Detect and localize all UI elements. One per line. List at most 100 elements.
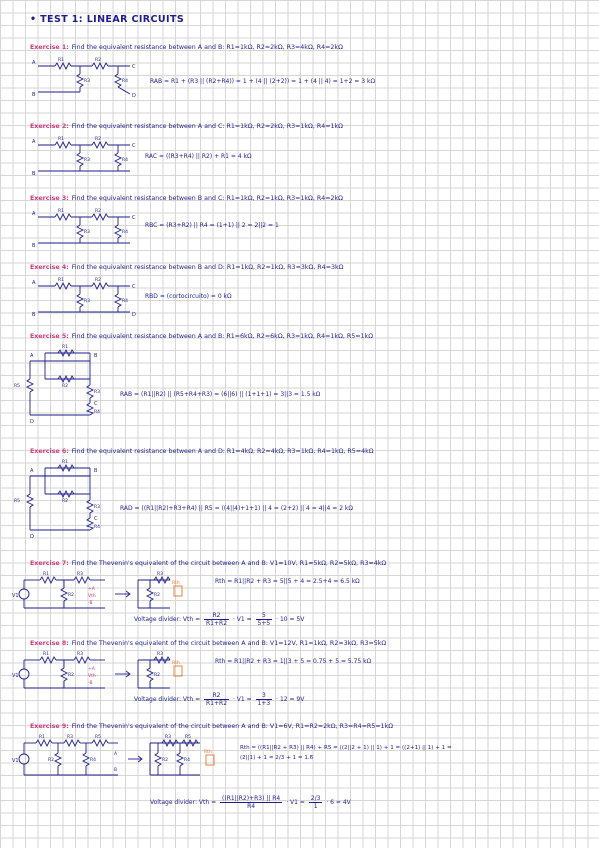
divider-result: · 12 = 9V: [276, 696, 305, 703]
fraction-numerator: ((R1||R2)+R3) || R4: [220, 795, 283, 803]
exercise-2: Exercise 2:Find the equivalent resistanc…: [30, 123, 595, 213]
svg-text:C: C: [132, 64, 136, 70]
fraction-denominator: 5+5: [257, 620, 271, 627]
exercise-label: Exercise 6:: [30, 448, 69, 455]
svg-text:R2: R2: [48, 757, 54, 763]
svg-text:B: B: [32, 92, 36, 98]
svg-text:R3: R3: [77, 571, 83, 577]
exercise-8: Exercise 8:Find the Thevenin's equivalen…: [12, 640, 595, 730]
divider-result: · 10 = 5V: [276, 616, 305, 623]
circuit-diagram: A R1 R2 C R3 R4 D B: [30, 54, 140, 99]
svg-text:Rth: Rth: [172, 660, 180, 666]
exercise-statement: Find the equivalent resistance between A…: [71, 333, 374, 340]
svg-text:R5: R5: [14, 383, 20, 389]
svg-text:V1: V1: [12, 758, 19, 764]
svg-text:C: C: [132, 284, 136, 290]
exercise-1: Exercise 1:Find the equivalent resistanc…: [30, 44, 595, 134]
svg-text:A: A: [32, 139, 36, 145]
svg-text:R2: R2: [162, 757, 168, 763]
svg-text:R3: R3: [157, 651, 163, 657]
svg-text:R1: R1: [39, 734, 45, 740]
svg-text:R2: R2: [154, 672, 160, 678]
fraction-numerator: 5: [255, 612, 273, 620]
exercise-statement: Find the Thevenin's equivalent of the ci…: [71, 723, 394, 730]
exercise-header: Exercise 7:Find the Thevenin's equivalen…: [30, 560, 386, 567]
exercise-7: Exercise 7:Find the Thevenin's equivalen…: [12, 560, 595, 650]
svg-text:B: B: [32, 243, 36, 249]
exercise-header: Exercise 5:Find the equivalent resistanc…: [30, 333, 373, 340]
svg-text:R3: R3: [94, 389, 100, 395]
exercise-label: Exercise 8:: [30, 640, 69, 647]
exercise-statement: Find the equivalent resistance between B…: [71, 195, 343, 202]
svg-text:D: D: [30, 534, 34, 538]
svg-text:R3: R3: [84, 157, 90, 163]
exercise-statement: Find the equivalent resistance between A…: [71, 44, 343, 51]
svg-text:A: A: [32, 280, 36, 286]
exercise-statement: Find the Thevenin's equivalent of the ci…: [71, 560, 387, 567]
svg-text:R2: R2: [62, 383, 68, 389]
fraction-denominator: 1: [313, 803, 318, 810]
svg-text:+A: +A: [88, 666, 96, 672]
svg-text:R1: R1: [62, 459, 68, 465]
svg-text:R3: R3: [84, 298, 90, 304]
divider-label: Voltage divider: Vth =: [134, 616, 201, 623]
svg-text:Rth: Rth: [204, 749, 212, 755]
exercise-9: Exercise 9:Find the Thevenin's equivalen…: [12, 723, 595, 813]
solution: Rth = ((R1||R2 + R3) || R4) + R5 = ((2||…: [240, 745, 452, 751]
solution: RAB = R1 + (R3 || (R2+R4)) = 1 + (4 || (…: [150, 78, 376, 85]
svg-text:R4: R4: [122, 157, 128, 163]
exercise-label: Exercise 5:: [30, 333, 69, 340]
divider-result: · 6 = 4V: [326, 799, 351, 806]
exercise-statement: Find the equivalent resistance between A…: [71, 123, 343, 130]
fraction-denominator: 1+3: [257, 700, 271, 707]
circuit-diagram: A R1 R2 C R3 R4 B: [30, 133, 140, 178]
svg-text:A: A: [30, 468, 34, 474]
solution-continued: (2||1) + 1 = 2/3 + 1 = 1.6̅: [240, 755, 314, 761]
circuit-diagram: A R1 R2 C R3 R4 B D: [30, 274, 140, 319]
page-title: • TEST 1: LINEAR CIRCUITS: [30, 14, 185, 25]
svg-text:C: C: [132, 143, 136, 149]
exercise-header: Exercise 9:Find the Thevenin's equivalen…: [30, 723, 393, 730]
solution: RAB = (R1||R2) || (R5+R4+R3) = (6||6) ||…: [120, 391, 321, 398]
svg-text:R5: R5: [14, 498, 20, 504]
exercise-header: Exercise 3:Find the equivalent resistanc…: [30, 195, 343, 202]
divider-times: · V1 =: [232, 696, 252, 703]
svg-text:R4: R4: [184, 757, 190, 763]
exercise-header: Exercise 4:Find the equivalent resistanc…: [30, 264, 343, 271]
svg-text:R5: R5: [95, 734, 101, 740]
divider-label: Voltage divider: Vth =: [150, 799, 217, 806]
svg-text:-B: -B: [88, 680, 93, 686]
svg-text:R3: R3: [67, 734, 73, 740]
svg-text:R2: R2: [68, 672, 74, 678]
exercise-label: Exercise 2:: [30, 123, 69, 130]
svg-text:D: D: [132, 312, 136, 318]
circuit-diagram: A R1 R2 B R5 R3 C R4 D: [10, 458, 120, 538]
exercise-header: Exercise 8:Find the Thevenin's equivalen…: [30, 640, 386, 647]
fraction-numerator: R2: [204, 692, 230, 700]
svg-text:R3: R3: [157, 571, 163, 577]
svg-text:V1: V1: [12, 593, 19, 599]
exercise-statement: Find the equivalent resistance between A…: [71, 448, 374, 455]
svg-text:R3: R3: [84, 229, 90, 235]
svg-text:R3: R3: [84, 78, 90, 84]
svg-text:R2: R2: [95, 136, 101, 142]
fraction-denominator: R1+R2: [206, 700, 228, 707]
exercise-statement: Find the Thevenin's equivalent of the ci…: [71, 640, 387, 647]
svg-text:-B: -B: [88, 600, 93, 606]
svg-text:R1: R1: [58, 136, 64, 142]
svg-text:R2: R2: [95, 208, 101, 214]
svg-text:R2: R2: [62, 498, 68, 504]
svg-text:V1: V1: [12, 673, 19, 679]
exercise-statement: Find the equivalent resistance between B…: [71, 264, 344, 271]
fraction-numerator: 2/3: [308, 795, 323, 803]
svg-text:R3: R3: [77, 651, 83, 657]
svg-text:R1: R1: [62, 344, 68, 350]
svg-text:A: A: [30, 353, 34, 359]
divider-times: · V1 =: [232, 616, 252, 623]
svg-text:R1: R1: [43, 571, 49, 577]
